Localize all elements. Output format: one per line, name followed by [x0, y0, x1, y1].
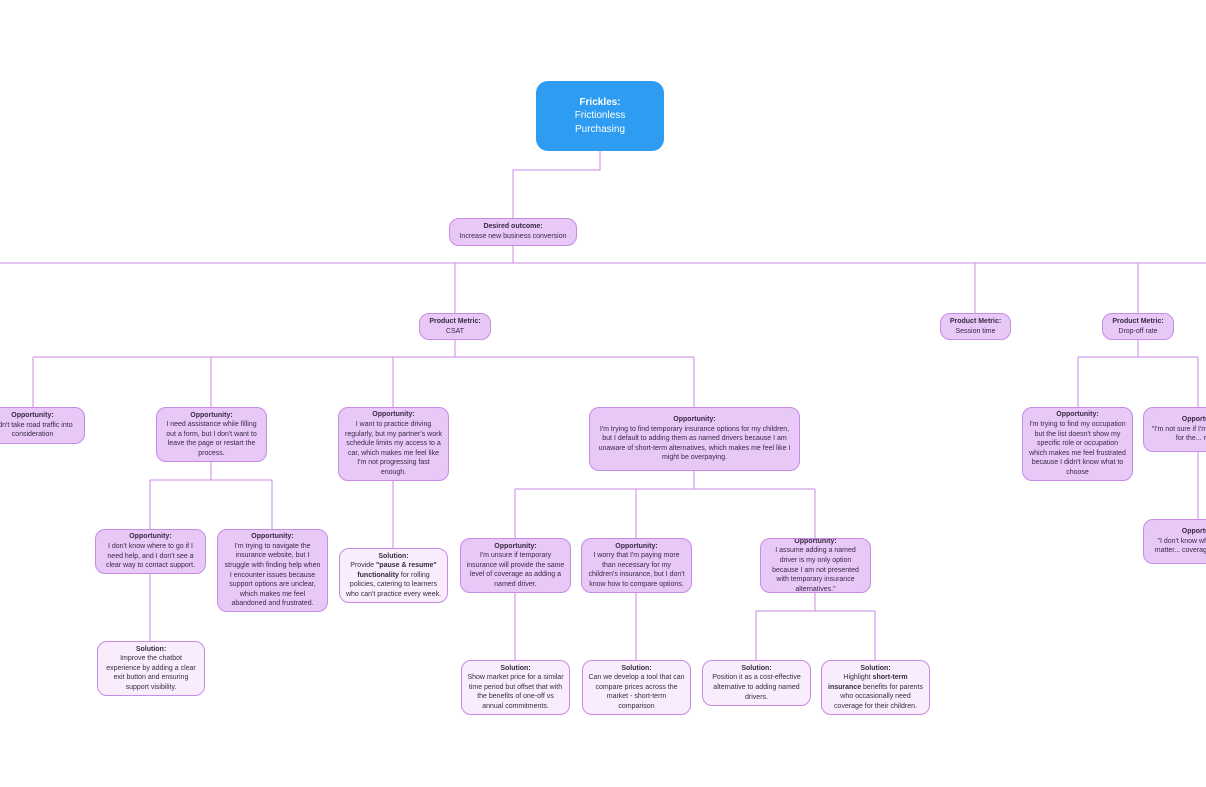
opportunity-title: Opportunity: [615, 542, 658, 550]
opportunity-occupation-node[interactable]: Opportunity: I'm trying to find my occup… [1022, 407, 1133, 481]
opportunity-title: Opportunity: [494, 542, 537, 550]
opportunity-where-help-node[interactable]: Opportunity: I don't know where to go if… [95, 529, 206, 574]
solution-short-term-node[interactable]: Solution: Highlight short-term insurance… [821, 660, 930, 715]
root-title: Frickles: [579, 96, 621, 108]
solution-pause-resume-node[interactable]: Solution: Provide "pause & resume" funct… [339, 548, 448, 603]
connector-csat-bus [33, 340, 694, 358]
solution-title: Solution: [621, 664, 652, 672]
opportunity-worry-paying-node[interactable]: Opportunity: I worry that I'm paying mor… [581, 538, 692, 593]
metric-csat-node[interactable]: Product Metric: CSAT [419, 313, 491, 340]
solution-body-pre: Highlight [843, 674, 873, 682]
solution-body-bold: short-term insurance [828, 674, 908, 691]
solution-body: Improve the chatbot experience by adding… [106, 655, 196, 691]
connector-dropoff-bus [1078, 340, 1198, 358]
metric-csat-body: CSAT [445, 327, 465, 335]
solution-title: Solution: [500, 664, 531, 672]
opportunity-title: Opportunity: [1056, 411, 1099, 419]
connector-assume-children [755, 593, 876, 660]
opportunity-body: I assume adding a named driver is my onl… [772, 547, 859, 593]
connector-outcome-bus [0, 246, 1206, 264]
metric-dropoff-body: Drop-off rate [1118, 327, 1158, 335]
opportunity-title: Opportunity: [673, 416, 716, 424]
desired-outcome-node[interactable]: Desired outcome: Increase new business c… [449, 218, 577, 246]
solution-body-post: benefits for parents who occasionally ne… [834, 683, 923, 710]
root-body-line1: Frictionless [574, 110, 626, 122]
outcome-body: Increase new business conversion [459, 233, 567, 240]
opportunity-title: Opportunity: [251, 533, 294, 541]
opportunity-road-traffic-node[interactable]: Opportunity: ...dn't take road traffic i… [0, 407, 85, 444]
solution-body-bold: "pause & resume" functionality [357, 562, 437, 579]
solution-title: Solution: [378, 552, 409, 560]
opportunity-unsure-coverage-node[interactable]: Opportunity: I'm unsure if temporary ins… [460, 538, 571, 593]
root-node[interactable]: Frickles: Frictionless Purchasing [536, 81, 664, 151]
root-body-line2: Purchasing [574, 123, 626, 135]
solution-compare-tool-node[interactable]: Solution: Can we develop a tool that can… [582, 660, 691, 715]
opportunity-title: Opportunity: [794, 538, 837, 545]
opportunity-body: I want to practice driving regularly, bu… [345, 421, 442, 476]
connector-temp-children [514, 471, 816, 538]
opportunity-body: "I'm not sure if I'm... best price for t… [1151, 425, 1206, 443]
opportunity-title: Opportunity: [190, 411, 233, 419]
solution-body: Position it as a cost-effective alternat… [712, 674, 801, 701]
solution-cost-effective-node[interactable]: Solution: Position it as a cost-effectiv… [702, 660, 811, 706]
opportunity-body: I need assistance while filling out a fo… [166, 421, 257, 457]
opportunity-body: I'm trying to find my occupation but the… [1029, 421, 1126, 476]
solution-body-post: for rolling policies, catering to learne… [345, 571, 442, 598]
opportunity-body: ...dn't take road traffic into considera… [0, 421, 73, 439]
metric-dropoff-node[interactable]: Product Metric: Drop-off rate [1102, 313, 1174, 340]
opportunity-practice-node[interactable]: Opportunity: I want to practice driving … [338, 407, 449, 481]
metric-session-node[interactable]: Product Metric: Session time [940, 313, 1011, 340]
connector-dropoff-children [1077, 357, 1199, 407]
opportunity-assume-named-node[interactable]: Opportunity: I assume adding a named dri… [760, 538, 871, 593]
connector-root-outcome [512, 151, 601, 218]
solution-body: Highlight short-term insurance benefits … [827, 673, 924, 711]
solution-body: Show market price for a similar time per… [467, 674, 564, 710]
opportunity-body: "I don't know wh... actually matter... c… [1154, 537, 1206, 555]
opportunity-navigate-node[interactable]: Opportunity: I'm trying to navigate the … [217, 529, 328, 612]
solution-body: Provide "pause & resume" functionality f… [345, 561, 442, 599]
opportunity-temp-children-node[interactable]: Opportunity: I'm trying to find temporar… [589, 407, 800, 471]
solution-chatbot-node[interactable]: Solution: Improve the chatbot experience… [97, 641, 205, 696]
opportunity-best-price-node[interactable]: Opportu... "I'm not sure if I'm... best … [1143, 407, 1206, 452]
opportunity-title: Opportunity: [372, 411, 415, 419]
metric-csat-title: Product Metric: [429, 317, 481, 325]
opportunity-body: I'm unsure if temporary insurance will p… [466, 552, 565, 588]
connector-assistance-children [149, 462, 273, 529]
opportunity-body: I don't know where to go if I need help,… [105, 542, 196, 570]
opportunity-title: Opportu... [1181, 416, 1206, 424]
solution-title: Solution: [135, 645, 167, 653]
opportunity-dont-know-node[interactable]: Opportu... "I don't know wh... actually … [1143, 519, 1206, 564]
metric-dropoff-title: Product Metric: [1112, 317, 1164, 325]
opportunity-body: I'm trying to navigate the insurance web… [224, 542, 321, 608]
opportunity-title: Opportunity: [129, 533, 172, 541]
solution-body: Can we develop a tool that can compare p… [588, 674, 685, 710]
opportunity-assistance-node[interactable]: Opportunity: I need assistance while fil… [156, 407, 267, 462]
metric-session-title: Product Metric: [949, 317, 1002, 325]
solution-market-price-node[interactable]: Solution: Show market price for a simila… [461, 660, 570, 715]
opportunity-title: Opportunity: [11, 412, 54, 420]
opportunity-title: Opportu... [1181, 528, 1206, 536]
solution-body-pre: Provide [350, 562, 376, 570]
opportunity-body: I worry that I'm paying more than necess… [588, 552, 685, 588]
opportunity-body: I'm trying to find temporary insurance o… [598, 425, 791, 462]
metric-session-body: Session time [955, 327, 996, 335]
connector-csat-children [32, 357, 695, 407]
solution-title: Solution: [860, 664, 891, 672]
outcome-title: Desired outcome: [483, 223, 543, 231]
solution-title: Solution: [741, 664, 772, 672]
